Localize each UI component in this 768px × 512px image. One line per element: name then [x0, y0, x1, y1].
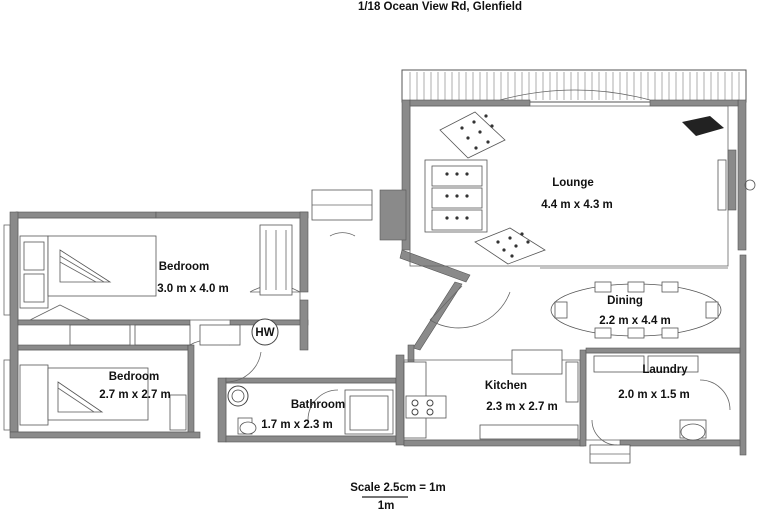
bedroom-1-name: Bedroom	[159, 261, 209, 273]
scale-bar-label: 1m	[378, 500, 395, 512]
bedroom-2-size: 2.7 m x 2.7 m	[99, 389, 171, 401]
lounge-name: Lounge	[552, 177, 594, 189]
hw-label: HW	[255, 327, 274, 339]
lounge-size: 4.4 m x 4.3 m	[541, 199, 613, 211]
laundry-fixtures	[593, 355, 707, 441]
wardrobes	[69, 324, 241, 346]
deck	[401, 69, 747, 103]
room-labels: Lounge 4.4 m x 4.3 m Dining 2.2 m x 4.4 …	[99, 177, 690, 431]
bedroom-1-size: 3.0 m x 4.0 m	[157, 283, 229, 295]
scale-text: Scale 2.5cm = 1m	[350, 482, 446, 494]
dining-name: Dining	[607, 295, 643, 307]
kitchen-fixtures	[403, 349, 579, 440]
bathroom-name: Bathroom	[291, 399, 345, 411]
hot-water-cylinder: HW	[251, 318, 279, 346]
kitchen-name: Kitchen	[485, 380, 527, 392]
doors	[189, 89, 731, 446]
laundry-size: 2.0 m x 1.5 m	[618, 389, 690, 401]
dining-size: 2.2 m x 4.4 m	[599, 315, 671, 327]
bathroom-fixtures	[227, 385, 394, 435]
tv-icon	[682, 116, 724, 136]
address-title: 1/18 Ocean View Rd, Glenfield	[358, 1, 522, 13]
bedroom-2-name: Bedroom	[109, 371, 159, 383]
scale: Scale 2.5cm = 1m 1m	[350, 482, 446, 512]
light-icon	[744, 179, 756, 191]
kitchen-size: 2.3 m x 2.7 m	[486, 401, 558, 413]
bathroom-size: 1.7 m x 2.3 m	[261, 419, 333, 431]
laundry-name: Laundry	[642, 364, 688, 376]
lounge-furniture	[424, 111, 756, 265]
bedroom-1-furniture	[19, 224, 293, 321]
bedroom-2-furniture	[19, 364, 187, 431]
dining-table	[550, 281, 722, 339]
entry-steps	[311, 189, 631, 464]
